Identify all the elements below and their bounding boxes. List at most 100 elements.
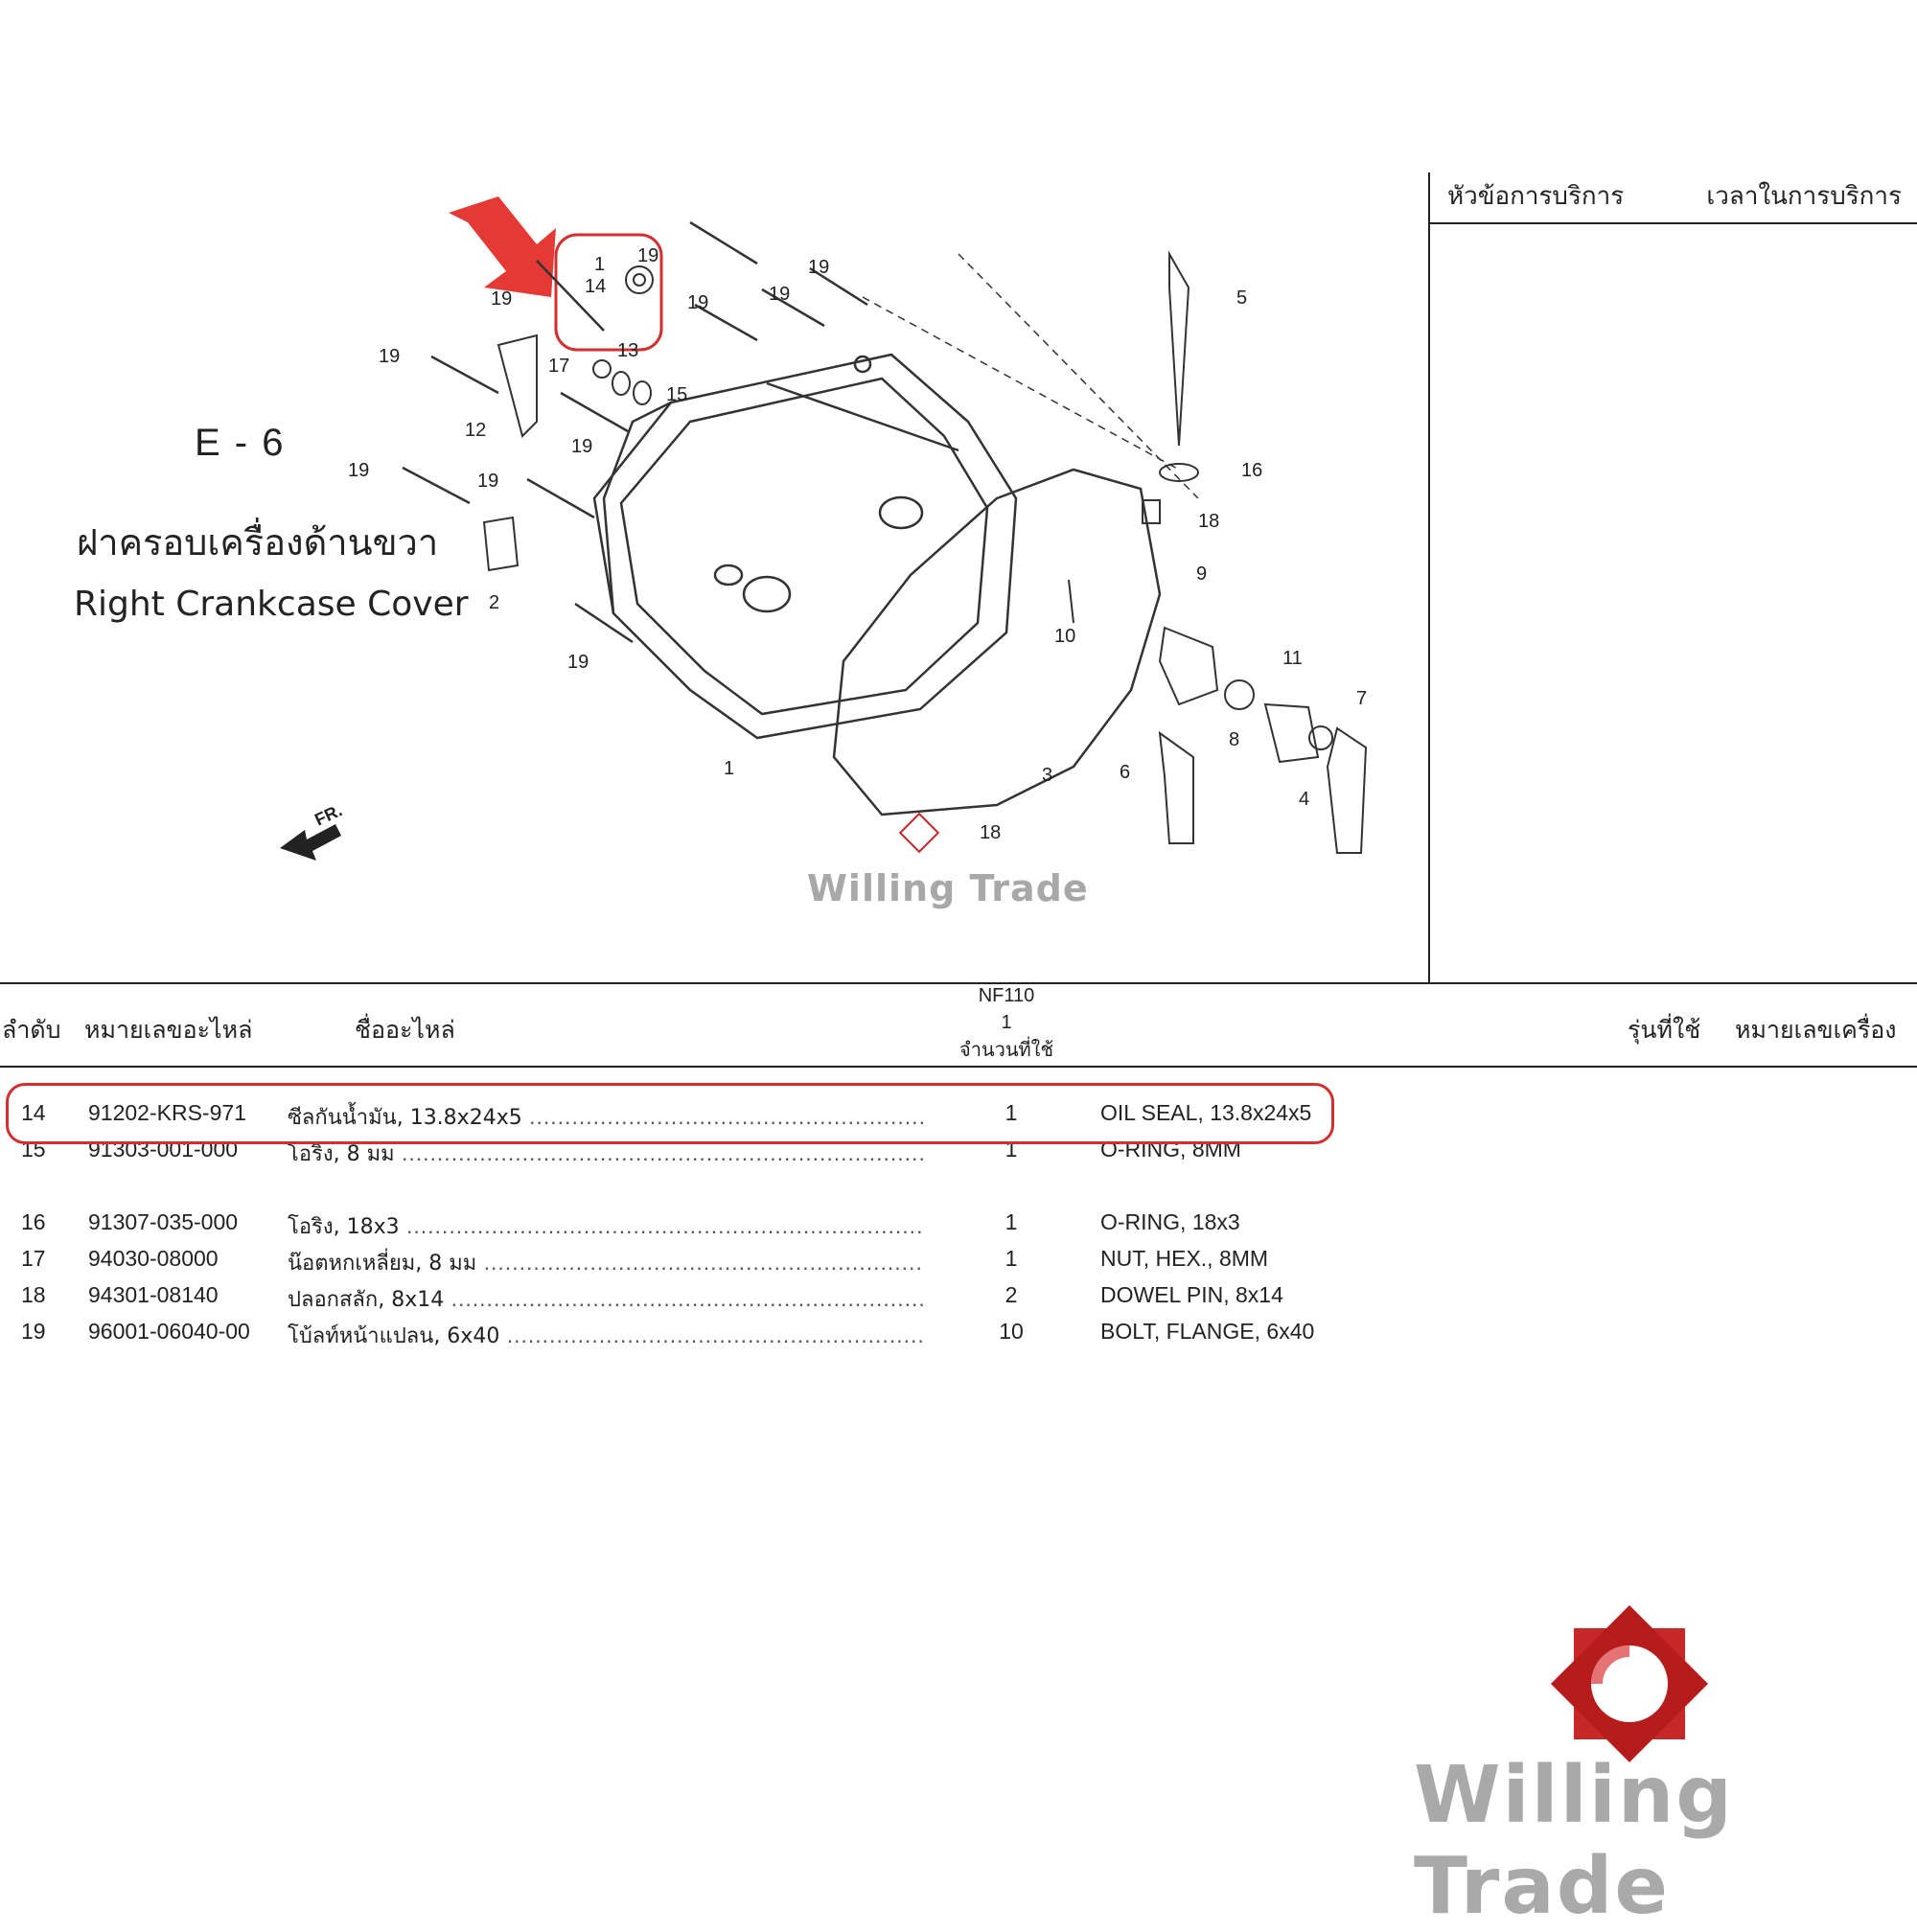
callout-1: 1	[594, 254, 605, 275]
callout-labels: 19 19 19 19 19 19 19 19 19 19 1 14 13 17…	[348, 245, 1367, 843]
row-part-no: 91202-KRS-971	[88, 1100, 246, 1125]
callout-8: 8	[1229, 729, 1239, 750]
oil-seal-shape	[625, 265, 654, 294]
row-name-cell: ปลอกสลัก, 8x14 .........................…	[288, 1286, 925, 1312]
callout-19: 19	[348, 460, 369, 481]
callout-17: 17	[548, 356, 569, 377]
callout-14: 14	[585, 276, 606, 297]
callout-16: 16	[1241, 460, 1262, 481]
row-name-en: DOWEL PIN, 8x14	[1100, 1282, 1283, 1307]
diagram-title-english: Right Crankcase Cover	[74, 585, 469, 624]
table-top-rule	[0, 982, 1917, 984]
row-name-en: OIL SEAL, 13.8x24x5	[1100, 1100, 1312, 1125]
callout-5: 5	[1236, 288, 1247, 309]
callout-10: 10	[1054, 626, 1075, 647]
service-topic-header: หัวข้อการบริการ	[1447, 182, 1625, 211]
row-name-th: โอริง, 8 มม	[288, 1142, 395, 1166]
col-header-model: NF110 1 จำนวนที่ใช้	[949, 982, 1064, 1063]
table-row: 18 94301-08140 ปลอกสลัก, 8x14 ..........…	[0, 1282, 1917, 1317]
row-name-th: น๊อตหกเหลี่ยม, 8 มม	[288, 1252, 477, 1276]
callout-7: 7	[1356, 688, 1367, 709]
callout-19: 19	[379, 346, 400, 367]
row-no: 14	[21, 1100, 46, 1125]
row-qty: 2	[1005, 1282, 1018, 1307]
callout-19: 19	[567, 652, 589, 673]
row-no: 17	[21, 1246, 46, 1271]
col-header-part-no: หมายเลขอะไหล่	[84, 1016, 253, 1044]
watermark-text-small: Willing Trade	[807, 867, 1089, 909]
row-part-no: 94030-08000	[88, 1246, 219, 1271]
row-name-cell: น๊อตหกเหลี่ยม, 8 มม ....................…	[288, 1250, 925, 1276]
row-qty: 1	[1005, 1246, 1018, 1271]
gasket-shape	[832, 468, 1162, 816]
row-qty: 10	[999, 1319, 1024, 1344]
table-header-rule	[0, 1066, 1917, 1068]
callout-18: 18	[980, 822, 1001, 843]
svg-text:FR.: FR.	[312, 800, 345, 829]
row-no: 16	[21, 1209, 46, 1234]
crankcase-cover-shape	[592, 353, 1018, 740]
callout-19: 19	[637, 245, 658, 266]
callout-19: 19	[687, 292, 708, 313]
diagram-highlight	[554, 233, 663, 352]
callout-3: 3	[1042, 765, 1052, 786]
callout-4: 4	[1299, 789, 1309, 810]
service-header: หัวข้อการบริการ เวลาในการบริการ	[1430, 172, 1917, 224]
table-row: 17 94030-08000 น๊อตหกเหลี่ยม, 8 มม .....…	[0, 1246, 1917, 1280]
row-qty: 1	[1005, 1100, 1018, 1125]
watermark-brand-text: Willing Trade	[1414, 1750, 1734, 1932]
willing-trade-logo-icon	[1550, 1604, 1709, 1763]
row-name-th: ปลอกสลัก, 8x14	[288, 1288, 445, 1312]
callout-6: 6	[1120, 762, 1130, 783]
row-name-th: โบ้ลท์หน้าแปลน, 6x40	[288, 1324, 500, 1348]
callout-1: 1	[724, 758, 734, 779]
callout-2: 2	[489, 592, 499, 613]
callout-19: 19	[477, 471, 498, 492]
table-row: 19 96001-06040-00 โบ้ลท์หน้าแปลน, 6x40 .…	[0, 1319, 1917, 1353]
callout-19: 19	[769, 284, 790, 305]
col-header-model-used: รุ่นที่ใช้	[1628, 1016, 1701, 1044]
row-no: 15	[21, 1137, 46, 1162]
row-name-th: ซีลกันน้ำมัน, 13.8x24x5	[288, 1106, 522, 1130]
col-header-no: ลำดับ	[2, 1016, 61, 1044]
row-name-en: O-RING, 8MM	[1100, 1137, 1241, 1162]
model-name: NF110	[978, 985, 1035, 1006]
callout-18: 18	[1198, 511, 1219, 532]
red-arrow-icon	[449, 196, 556, 297]
row-no: 19	[21, 1319, 46, 1344]
diagram-code: E - 6	[195, 422, 286, 464]
bolts	[402, 220, 868, 644]
row-name-cell: ซีลกันน้ำมัน, 13.8x24x5 ................…	[288, 1104, 925, 1130]
parts-diagram: 19 19 19 19 19 19 19 19 19 19 1 14 13 17…	[0, 0, 1428, 982]
callout-19: 19	[491, 288, 512, 310]
table-row: 16 91307-035-000 โอริง, 18x3 ...........…	[0, 1209, 1917, 1244]
callout-11: 11	[1282, 648, 1303, 669]
row-part-no: 96001-06040-00	[88, 1319, 250, 1344]
row-qty: 1	[1005, 1209, 1018, 1234]
callout-19: 19	[571, 436, 592, 457]
callout-12: 12	[465, 420, 486, 441]
row-name-cell: โอริง, 18x3 ............................…	[288, 1213, 925, 1239]
table-row: 14 91202-KRS-971 ซีลกันน้ำมัน, 13.8x24x5…	[0, 1100, 1917, 1135]
row-name-en: NUT, HEX., 8MM	[1100, 1246, 1269, 1271]
row-part-no: 91307-035-000	[88, 1209, 239, 1234]
col-header-engine-no: หมายเลขเครื่อง	[1735, 1016, 1897, 1044]
service-time-header: เวลาในการบริการ	[1706, 182, 1902, 211]
row-name-en: BOLT, FLANGE, 6x40	[1100, 1319, 1315, 1344]
row-name-cell: โอริง, 8 มม ............................…	[288, 1140, 925, 1166]
row-highlight	[6, 1083, 1334, 1144]
row-part-no: 94301-08140	[88, 1282, 219, 1307]
row-part-no: 91303-001-000	[88, 1137, 239, 1162]
callout-13: 13	[617, 340, 638, 361]
callout-9: 9	[1196, 564, 1207, 585]
qty-header: จำนวนที่ใช้	[958, 1038, 1054, 1061]
table-row: 15 91303-001-000 โอริง, 8 มม ...........…	[0, 1137, 1917, 1171]
row-no: 18	[21, 1282, 46, 1307]
row-name-cell: โบ้ลท์หน้าแปลน, 6x40 ...................…	[288, 1322, 925, 1348]
exploded-view-drawing: 19 19 19 19 19 19 19 19 19 19 1 14 13 17…	[280, 196, 1367, 861]
front-arrow-icon: FR.	[280, 800, 345, 861]
diagram-title-thai: ฝาครอบเครื่องด้านขวา	[77, 521, 439, 564]
callout-15: 15	[666, 384, 687, 405]
callout-19: 19	[808, 257, 829, 278]
model-variant: 1	[1001, 1012, 1012, 1033]
